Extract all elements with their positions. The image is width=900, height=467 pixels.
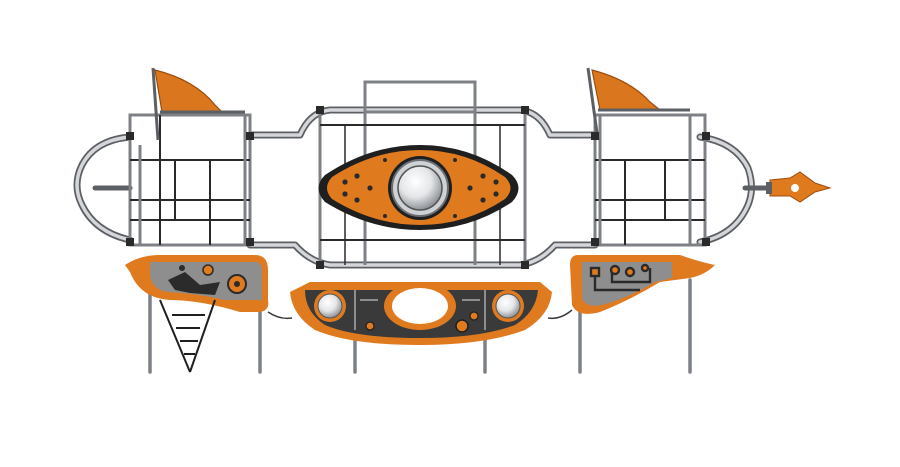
left-tower-frame: [128, 113, 252, 247]
pipe-valve-icons: [589, 263, 652, 292]
panel-graphic: [168, 272, 220, 295]
center-porthole-panel: [318, 145, 519, 230]
left-activity-panel: [125, 255, 269, 312]
left-sail: [151, 67, 245, 141]
crawl-through-window: [384, 282, 456, 330]
left-ladder: [159, 299, 216, 373]
connecting-ropes: [267, 309, 573, 320]
right-lower-porthole: [492, 290, 524, 322]
gear-icon: [227, 274, 247, 294]
hull-pipe-rail: [73, 106, 773, 269]
small-gear-icon: [202, 264, 214, 276]
panel-gear-icons: [365, 311, 479, 333]
center-lower-panel: [290, 282, 552, 345]
left-lower-porthole: [314, 290, 346, 322]
right-tower-frame: [593, 113, 707, 247]
frame-clamps: [126, 106, 710, 269]
panel-pipe-graphics: [354, 290, 486, 330]
right-activity-panel: [570, 255, 715, 314]
panel-rivets: [342, 158, 499, 218]
porthole-glass: [397, 165, 443, 211]
prow-ornament: [766, 171, 832, 203]
right-sail: [586, 67, 690, 141]
